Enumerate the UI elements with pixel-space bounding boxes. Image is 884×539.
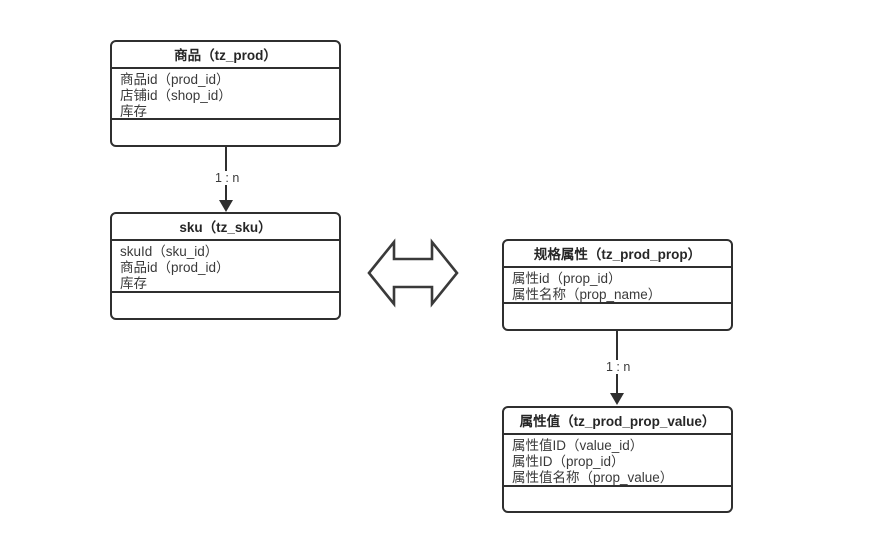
relationship-label: 1 : n (212, 171, 243, 185)
attribute-row: 属性值ID（value_id） (512, 438, 644, 453)
attribute-row: 属性id（prop_id） (512, 271, 622, 286)
entity-attributes: 属性值ID（value_id） 属性ID（prop_id） 属性值名称（prop… (504, 435, 731, 487)
relationship-prop-to-prop-value: 1 : n (603, 331, 634, 407)
attribute-row: 属性名称（prop_name） (512, 287, 662, 302)
relationship-label: 1 : n (603, 360, 634, 374)
attribute-row: 库存 (120, 276, 147, 291)
entity-attributes: skuId（sku_id） 商品id（prod_id） 库存 (112, 241, 339, 293)
arrowhead-icon (219, 200, 233, 212)
attribute-row: 商品id（prod_id） (120, 260, 230, 275)
entity-attributes: 属性id（prop_id） 属性名称（prop_name） (504, 268, 731, 304)
attribute-row: 店铺id（shop_id） (120, 88, 232, 103)
attribute-row: 属性ID（prop_id） (512, 454, 625, 469)
relationship-prod-to-sku: 1 : n (212, 147, 243, 213)
attribute-row: 商品id（prod_id） (120, 72, 230, 87)
entity-title: 规格属性（tz_prod_prop） (504, 241, 731, 268)
attribute-row: 属性值名称（prop_value） (512, 470, 674, 485)
attribute-row: skuId（sku_id） (120, 244, 219, 259)
entity-title: 属性值（tz_prod_prop_value） (504, 408, 731, 435)
entity-title: sku（tz_sku） (112, 214, 339, 241)
entity-box-tz-sku[interactable]: sku（tz_sku） skuId（sku_id） 商品id（prod_id） … (110, 212, 341, 320)
entity-box-tz-prod[interactable]: 商品（tz_prod） 商品id（prod_id） 店铺id（shop_id） … (110, 40, 341, 147)
entity-title: 商品（tz_prod） (112, 42, 339, 69)
entity-attributes: 商品id（prod_id） 店铺id（shop_id） 库存 (112, 69, 339, 120)
entity-box-tz-prod-prop-value[interactable]: 属性值（tz_prod_prop_value） 属性值ID（value_id） … (502, 406, 733, 513)
entity-box-tz-prod-prop[interactable]: 规格属性（tz_prod_prop） 属性id（prop_id） 属性名称（pr… (502, 239, 733, 331)
arrowhead-icon (610, 393, 624, 405)
attribute-row: 库存 (120, 104, 147, 119)
double-headed-arrow-icon (366, 236, 460, 310)
